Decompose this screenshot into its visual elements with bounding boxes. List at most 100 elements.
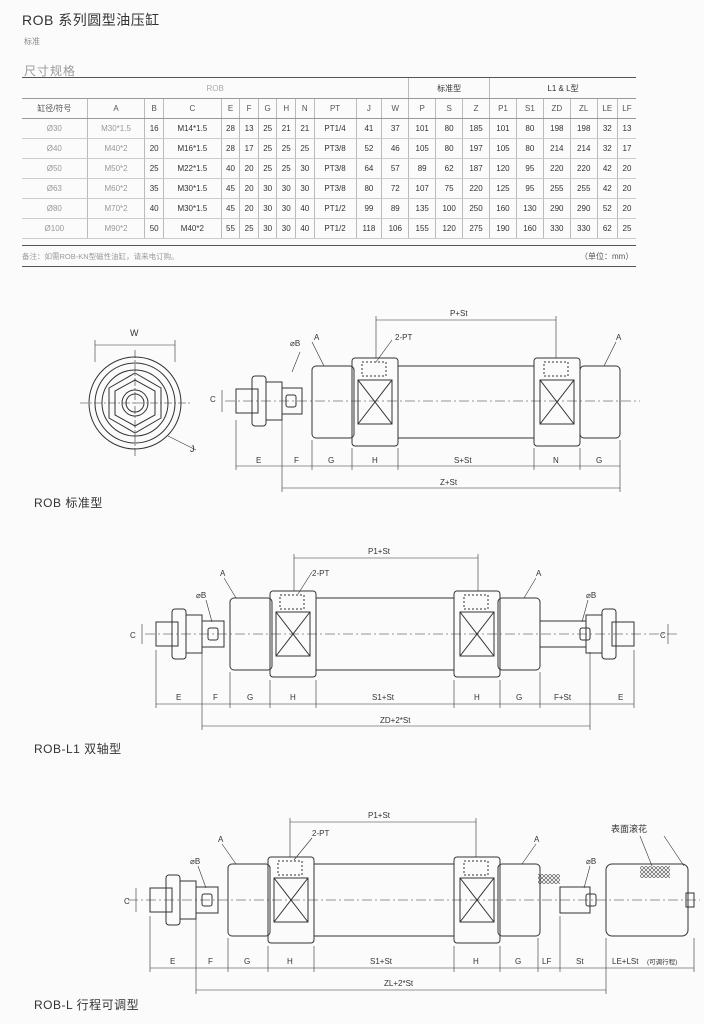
table-cell: 41 <box>355 118 382 139</box>
table-cell: 30 <box>276 218 296 239</box>
table-cell: 155 <box>408 218 436 239</box>
label-H: H <box>372 456 378 465</box>
table-cell: 13 <box>616 118 636 139</box>
l-label-A: A <box>218 835 224 844</box>
table-cell: 42 <box>596 158 618 179</box>
l1-label-B: ⌀B <box>196 591 206 600</box>
table-cell: 16 <box>144 118 164 139</box>
l1-label-C2: C <box>660 631 666 640</box>
table-cell: PT3/8 <box>313 138 356 159</box>
l-side-view <box>128 818 700 994</box>
table-cell: Ø40 <box>22 138 88 159</box>
table-cell: 46 <box>381 138 409 159</box>
l-label-St: St <box>576 957 584 966</box>
label-C: C <box>210 395 216 404</box>
l-label-H2: H <box>473 957 479 966</box>
table-cell: 55 <box>220 218 240 239</box>
l1-label-S1St: S1+St <box>372 693 395 702</box>
table-cell: 25 <box>616 218 636 239</box>
table-cell: Ø80 <box>22 198 88 219</box>
l-label-E: E <box>170 957 175 966</box>
table-cell: 17 <box>616 138 636 159</box>
l1-label-H2: H <box>474 693 480 702</box>
label-E: E <box>256 456 261 465</box>
table-cell: 135 <box>408 198 436 219</box>
l1-label-A2: A <box>536 569 542 578</box>
table-cell: 185 <box>462 118 490 139</box>
l-label-LELSt: LE+LSt <box>612 957 639 966</box>
l1-label-P1St: P1+St <box>368 547 391 556</box>
table-cell: 220 <box>542 158 571 179</box>
l1-label-PT: 2-PT <box>312 569 329 578</box>
table-note: 备注：如需ROB-KN型磁性油缸，请来电订购。 <box>22 252 179 261</box>
table-cell: 99 <box>355 198 382 219</box>
table-cell: Ø63 <box>22 178 88 199</box>
label-A: A <box>314 333 320 342</box>
table-cell: 120 <box>489 158 517 179</box>
label-G2: G <box>596 456 602 465</box>
table-cell: 125 <box>489 178 517 199</box>
table-cell: 32 <box>596 138 618 159</box>
table-cell: 62 <box>435 158 463 179</box>
l1-label-E: E <box>176 693 181 702</box>
table-cell: 220 <box>462 178 490 199</box>
table-cell: M40*2 <box>86 138 145 159</box>
l-label-G2: G <box>515 957 521 966</box>
table-cell: 35 <box>144 178 164 199</box>
table-cell: 198 <box>569 118 598 139</box>
table-cell: 30 <box>276 198 296 219</box>
l1-label-C: C <box>130 631 136 640</box>
table-cell: 57 <box>381 158 409 179</box>
table-cell: 40 <box>220 158 240 179</box>
section-heading: 尺寸规格 <box>24 64 77 78</box>
column-header: 缸径/符号 <box>22 98 88 119</box>
table-cell: 40 <box>295 218 315 239</box>
label-N: N <box>553 456 559 465</box>
column-header: S <box>435 98 463 119</box>
label-A2: A <box>616 333 622 342</box>
column-header: ZL <box>569 98 598 119</box>
table-cell: 28 <box>220 118 240 139</box>
column-header: E <box>220 98 240 119</box>
l1-label-G2: G <box>516 693 522 702</box>
unit-label: （单位：mm） <box>580 252 634 261</box>
table-cell: 330 <box>569 218 598 239</box>
l-label-A2: A <box>534 835 540 844</box>
table-cell: 101 <box>408 118 436 139</box>
l1-label-B2: ⌀B <box>586 591 596 600</box>
table-bottom-rule <box>22 245 636 246</box>
column-header: F <box>239 98 259 119</box>
table-cell: 290 <box>542 198 571 219</box>
table-cell: M30*1.5 <box>86 118 145 139</box>
column-header: ZD <box>542 98 571 119</box>
label-PSt: P+St <box>450 309 468 318</box>
table-cell: 105 <box>408 138 436 159</box>
table-cell: M30*1.5 <box>162 178 222 199</box>
note-rule <box>22 266 636 267</box>
table-cell: 80 <box>435 118 463 139</box>
page-title: ROB 系列圆型油压缸 <box>22 12 160 28</box>
table-cell: 160 <box>515 218 544 239</box>
table-cell: 52 <box>355 138 382 159</box>
l1-label-G: G <box>247 693 253 702</box>
table-cell: 45 <box>220 178 240 199</box>
table-cell: 64 <box>355 158 382 179</box>
table-cell: 89 <box>408 158 436 179</box>
table-cell: M70*2 <box>86 198 145 219</box>
table-cell: 40 <box>295 198 315 219</box>
table-cell: 30 <box>295 178 315 199</box>
l1-label-E2: E <box>618 693 623 702</box>
table-cell: M60*2 <box>86 178 145 199</box>
table-cell: 220 <box>569 158 598 179</box>
l1-label-A: A <box>220 569 226 578</box>
table-cell: 30 <box>257 178 277 199</box>
table-cell: 198 <box>542 118 571 139</box>
drawing-label-standard: ROB 标准型 <box>34 496 103 510</box>
table-cell: 80 <box>355 178 382 199</box>
l-label-G: G <box>244 957 250 966</box>
